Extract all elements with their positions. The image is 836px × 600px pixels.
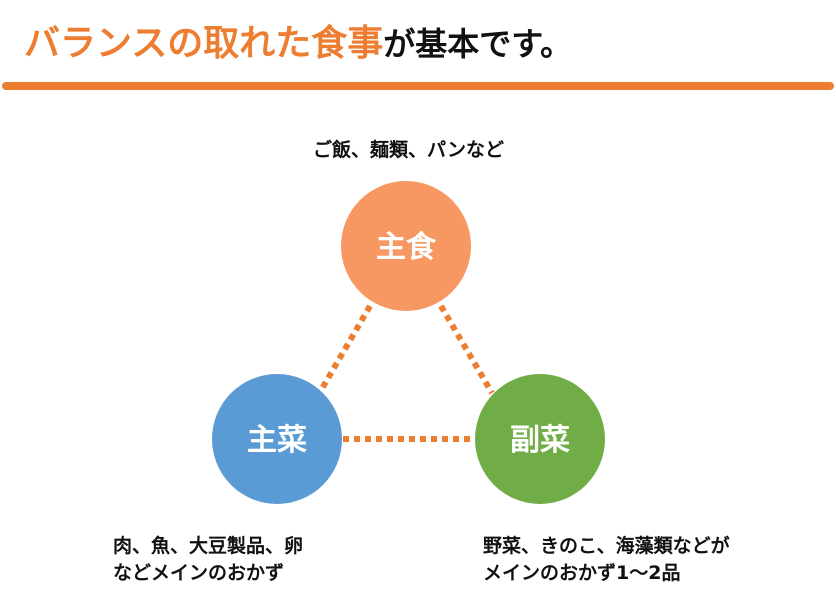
title-rest: が基本です。 xyxy=(383,25,573,63)
staple-description: ご飯、麺類、パンなど xyxy=(313,139,504,161)
title-underline xyxy=(2,82,834,90)
side-circle xyxy=(475,374,605,504)
main-description-line1: 肉、魚、大豆製品、卵 xyxy=(113,535,304,557)
page-title: バランスの取れた食事が基本です。 xyxy=(24,14,572,66)
connector-staple-side xyxy=(438,304,495,395)
main-description: 肉、魚、大豆製品、卵 などメインのおかず xyxy=(113,533,303,587)
connector-staple-main xyxy=(317,304,373,394)
staple-label: 主食 xyxy=(376,230,437,265)
staple-circle xyxy=(341,181,471,311)
main-description-line2: などメインのおかず xyxy=(113,562,285,584)
main-circle xyxy=(212,374,342,504)
side-description-line2: メインのおかず1～2品 xyxy=(483,562,681,584)
side-description: 野菜、きのこ、海藻類などが メインのおかず1～2品 xyxy=(483,533,730,587)
title-highlight: バランスの取れた食事 xyxy=(24,23,384,64)
side-description-line1: 野菜、きのこ、海藻類などが xyxy=(483,535,730,557)
side-label: 副菜 xyxy=(510,423,570,458)
main-label: 主菜 xyxy=(247,423,307,458)
